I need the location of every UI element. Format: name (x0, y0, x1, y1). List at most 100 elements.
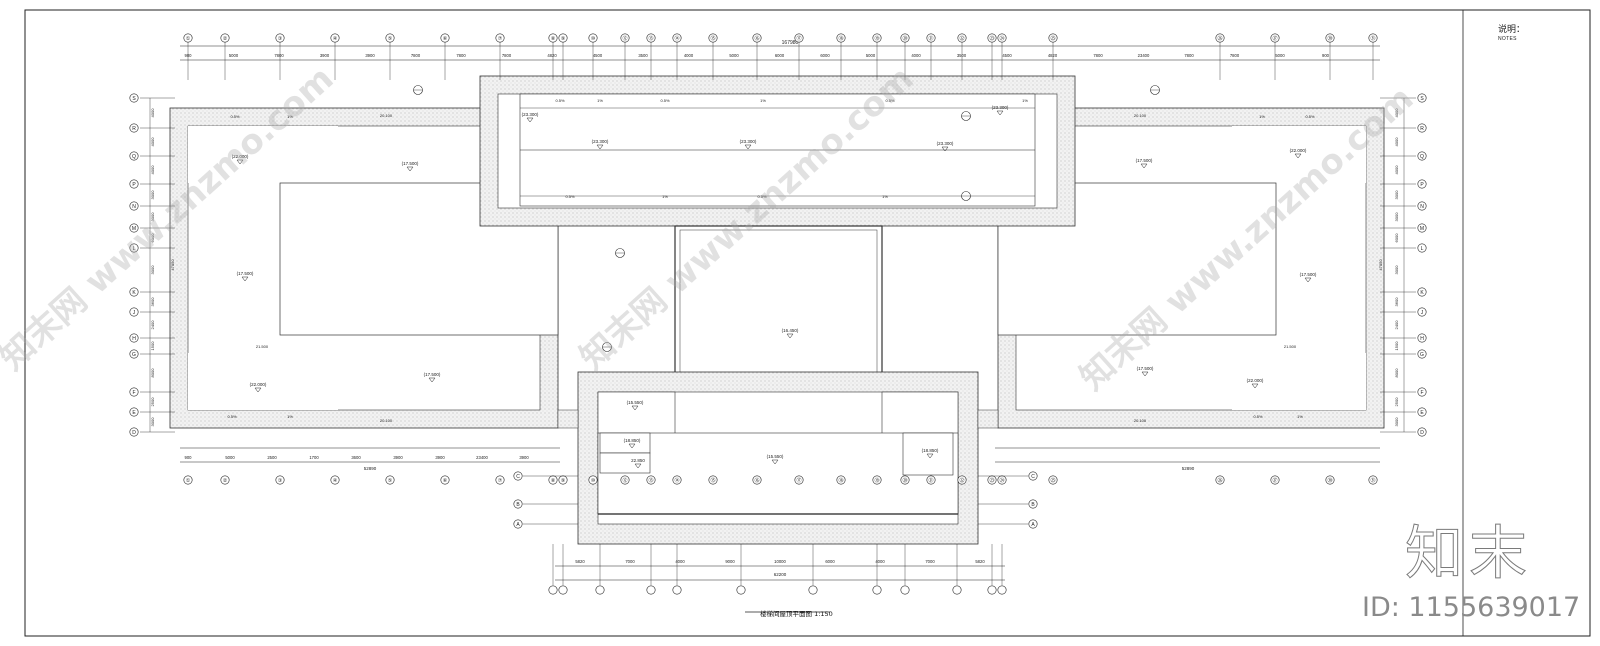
dim-value-bottom-left: 3900 (393, 455, 403, 460)
axis-bubble-left (129, 427, 139, 437)
dim-value-right: 4000 (1394, 108, 1399, 118)
axis-label-mid-right: B (1031, 502, 1035, 508)
axis-label-top: ② (223, 36, 228, 42)
axis-label-bottom: ⑦ (498, 478, 503, 484)
ledge-label: 20.100 (1134, 113, 1147, 118)
dim-value-top: 6000 (775, 53, 785, 58)
elevation-label: (23.300) (937, 141, 954, 146)
axis-bubble-bottom-mid (558, 585, 568, 595)
elevation-label: (23.300) (522, 112, 539, 117)
dim-value-right: 3000 (1394, 190, 1399, 200)
dim-value-left: 4000 (150, 108, 155, 118)
axis-label-top: ㉗ (1272, 35, 1277, 42)
dim-value-top: 5000 (229, 53, 239, 58)
dim-value-top: 7800 (1093, 53, 1103, 58)
elevation-label: (15.550) (767, 454, 784, 459)
elevation-label-marker (236, 159, 244, 165)
elevation-label: (17.500) (1300, 272, 1317, 277)
dim-value-bottom-mid: 4000 (875, 559, 885, 564)
elevation-label-marker (996, 110, 1004, 116)
elevation-label: (22.000) (250, 382, 267, 387)
dim-value-right: 2400 (1394, 320, 1399, 330)
slope-label: 1% (287, 114, 293, 119)
axis-label-top: ㉛ (1370, 35, 1375, 42)
connector-right (977, 409, 999, 429)
dim-value-bottom-left: 3900 (519, 455, 529, 460)
elevation-label-marker (926, 453, 934, 459)
elevation-label: (23.300) (592, 139, 609, 144)
axis-label-bottom: ⑭ (674, 477, 679, 484)
elevation-label-marker (1294, 153, 1302, 159)
axis-bubble-bottom (183, 475, 193, 485)
axis-bubble-mid-right (1028, 519, 1038, 529)
axis-bubble-bottom (672, 475, 682, 485)
axis-label-top: ⑩ (591, 36, 596, 42)
axis-label-bottom: ㉚ (1327, 477, 1332, 484)
axis-bubble-bottom (752, 475, 762, 485)
axis-bubble-bottom (620, 475, 630, 485)
axis-label-top: ⑯ (754, 35, 759, 42)
dim-value-left: 2500 (150, 397, 155, 407)
slope-label: 1% (760, 98, 766, 103)
dim-value-top: 4000 (684, 53, 694, 58)
axis-bubble-bottom (836, 475, 846, 485)
axis-bubble-right (1417, 287, 1427, 297)
dim-value-left: 3000 (150, 417, 155, 427)
axis-bubble-bottom (957, 475, 967, 485)
dim-value-top: 3900 (320, 53, 330, 58)
axis-label-mid-left: A (516, 522, 520, 528)
ledge-label: 20.100 (1134, 418, 1147, 423)
axis-label-mid-right: A (1031, 522, 1035, 528)
axis-label-top: ⑳ (902, 35, 907, 42)
axis-bubble-left (129, 307, 139, 317)
axis-label-left: N (132, 204, 136, 210)
dim-total-bottom-right: 52890 (1182, 466, 1195, 471)
elevation-label-marker (526, 117, 534, 123)
axis-label-top: ⑭ (674, 35, 679, 42)
ledge-label: 20.100 (380, 418, 393, 423)
axis-label-top: ㉑ (928, 35, 933, 42)
axis-bubble-bottom (926, 475, 936, 485)
axis-bubble-right (1417, 387, 1427, 397)
slope-label: 1% (1259, 114, 1265, 119)
axis-label-top: ⑦ (498, 36, 503, 42)
dim-value-top: 23400 (1138, 53, 1150, 58)
slope-label: 1% (1022, 98, 1028, 103)
dim-total-bottom-mid: 62200 (774, 572, 787, 577)
axis-bubble-left (129, 333, 139, 343)
dim-value-left: 8000 (150, 368, 155, 378)
axis-bubble-left (129, 243, 139, 253)
axis-bubble-right (1417, 407, 1427, 417)
axis-label-bottom: ① (186, 478, 191, 484)
axis-bubble-right (1417, 243, 1427, 253)
axis-label-top: ⑫ (622, 35, 627, 42)
elevation-label: (22.000) (1247, 378, 1264, 383)
axis-bubble-bottom-mid (900, 585, 910, 595)
dim-value-left: 1500 (150, 341, 155, 351)
elevation-label-marker (1140, 163, 1148, 169)
axis-label-right: F (1420, 390, 1423, 396)
dim-value-left: 4000 (150, 137, 155, 147)
axis-label-bottom: ㉑ (928, 477, 933, 484)
dim-value-bottom-mid: 6000 (825, 559, 835, 564)
axis-label-bottom: ⑨ (561, 478, 566, 484)
axis-bubble-bottom-mid (548, 585, 558, 595)
axis-label-bottom: ㉔ (999, 477, 1004, 484)
elevation-label: (16.450) (782, 328, 799, 333)
axis-bubble-bottom-mid (646, 585, 656, 595)
axis-bubble-left (129, 123, 139, 133)
right-terrace-lower (1232, 353, 1366, 410)
axis-label-left: F (132, 390, 135, 396)
dim-value-right: 3000 (1394, 265, 1399, 275)
elevation-label: (17.500) (1137, 366, 1154, 371)
axis-bubble-bottom (1270, 475, 1280, 485)
dim-value-left: 4000 (150, 165, 155, 175)
axis-label-bottom: ④ (333, 478, 338, 484)
dim-value-top: 5000 (866, 53, 876, 58)
dim-value-top: 4500 (593, 53, 603, 58)
axis-bubble-bottom (900, 475, 910, 485)
dim-total-bottom-left: 52890 (364, 466, 377, 471)
ledge-label: 21.500 (256, 344, 269, 349)
axis-bubble-bottom-mid (808, 585, 818, 595)
axis-label-bottom: ② (223, 478, 228, 484)
